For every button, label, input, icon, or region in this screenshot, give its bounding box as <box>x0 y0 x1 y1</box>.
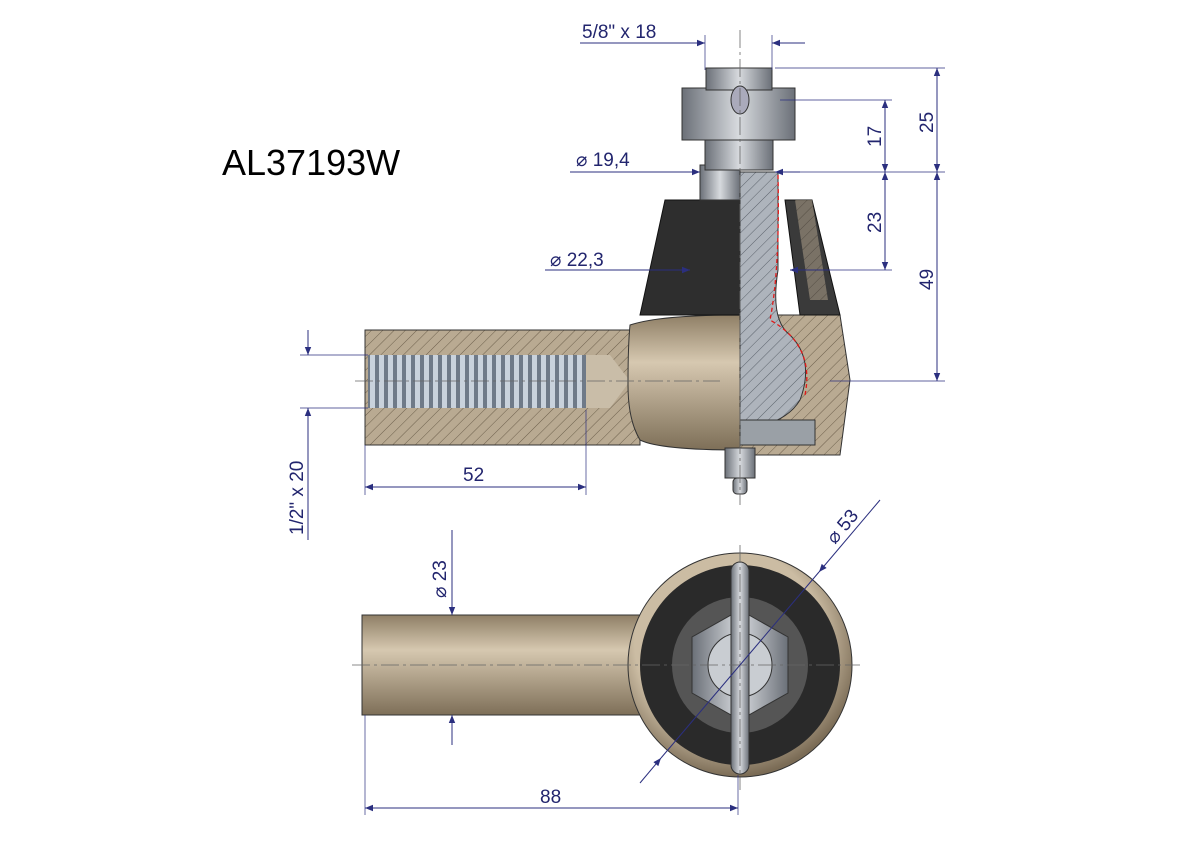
seal-clip <box>739 419 816 446</box>
dim-52: 52 <box>463 465 484 486</box>
stud <box>699 164 741 201</box>
dim-88: 88 <box>540 787 561 808</box>
part-number: AL37193W <box>222 142 400 183</box>
thread-bore-tip <box>586 355 630 408</box>
dim-dia-23: ⌀ 23 <box>430 560 451 598</box>
dim-17: 17 <box>865 126 886 147</box>
dim-49: 49 <box>917 269 938 290</box>
stud-thread <box>704 139 774 171</box>
dim-thread-shank: 1/2" x 20 <box>287 461 308 535</box>
top-view <box>352 545 860 790</box>
dim-23-side: 23 <box>865 212 886 233</box>
side-view <box>355 30 851 505</box>
dim-thread-top: 5/8" x 18 <box>582 22 656 43</box>
dim-dia-22-3: ⌀ 22,3 <box>550 250 604 271</box>
dim-dia-19-4: ⌀ 19,4 <box>576 150 630 171</box>
boot <box>639 199 741 316</box>
housing <box>627 314 741 451</box>
grease-path <box>769 174 808 396</box>
internal-thread <box>368 355 586 408</box>
dim-25: 25 <box>917 112 938 133</box>
